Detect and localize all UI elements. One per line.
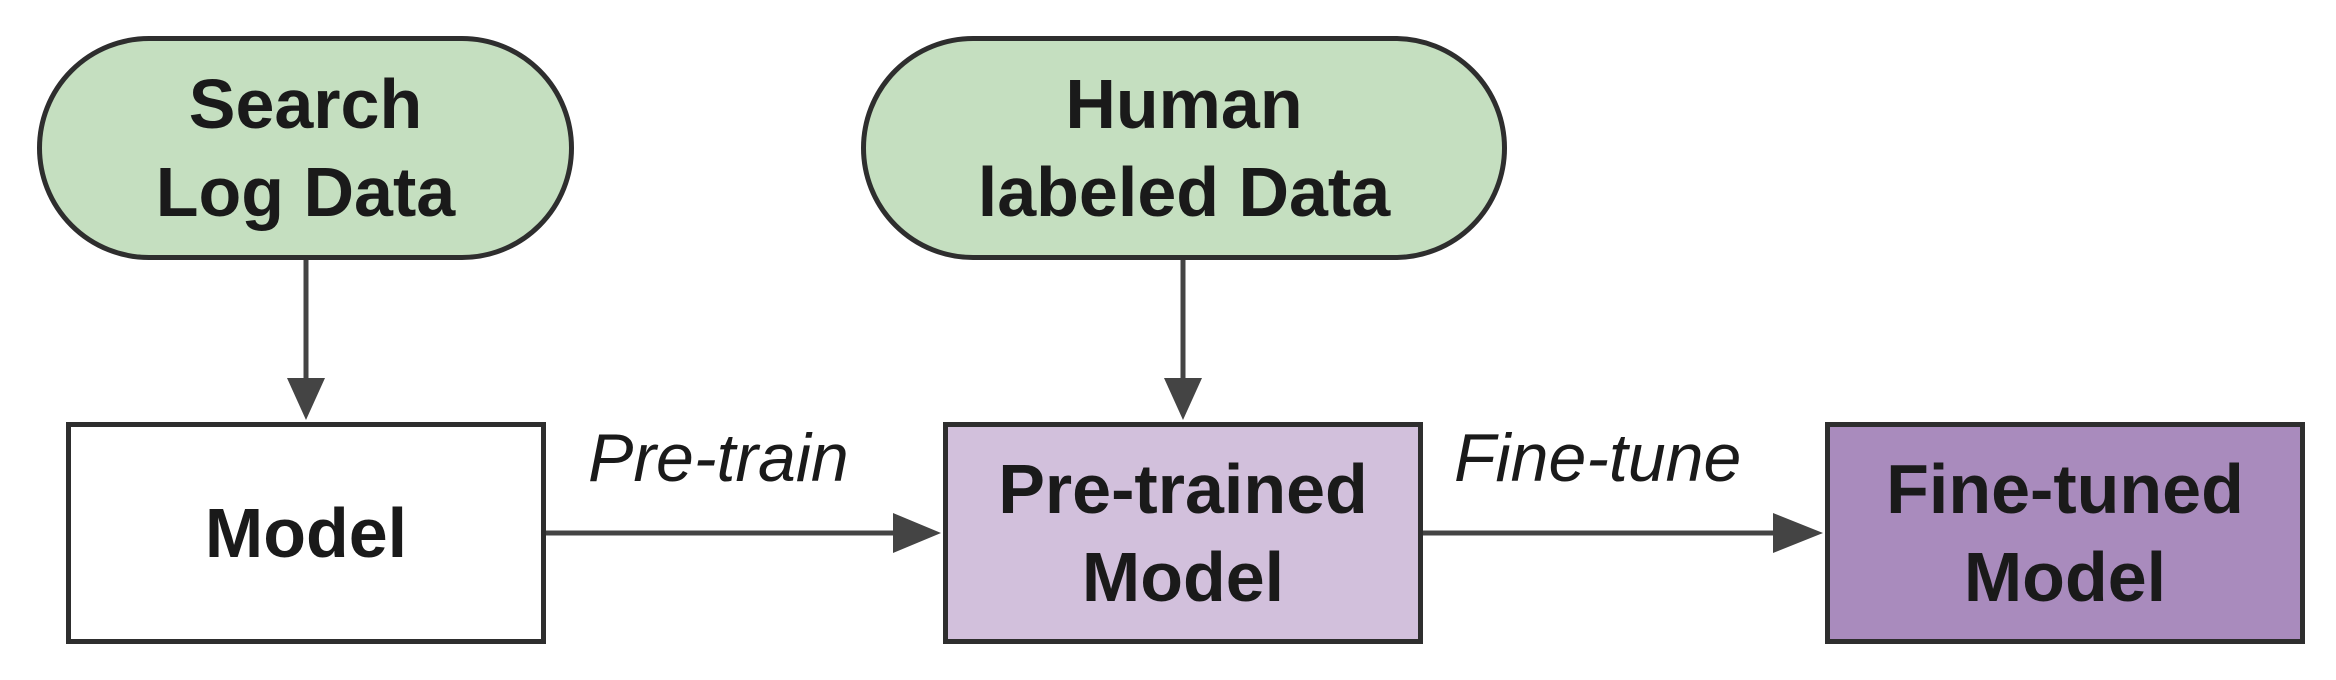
node-pretrained-model: Pre-trained Model <box>943 422 1423 644</box>
node-finetuned-model: Fine-tuned Model <box>1825 422 2305 644</box>
edge-label-pretrain: Pre-train <box>588 420 849 496</box>
arrowhead-search-to-model <box>287 378 325 420</box>
node-human-labeled-data-label: Human labeled Data <box>977 65 1391 231</box>
node-pretrained-model-label: Pre-trained Model <box>998 450 1368 616</box>
node-search-log-data: Search Log Data <box>37 36 574 260</box>
node-finetuned-model-label: Fine-tuned Model <box>1886 450 2244 616</box>
node-model: Model <box>66 422 546 644</box>
arrowhead-human-to-pretrained <box>1164 378 1202 420</box>
node-search-log-data-label: Search Log Data <box>155 65 456 231</box>
node-model-label: Model <box>204 494 408 572</box>
node-human-labeled-data: Human labeled Data <box>861 36 1507 260</box>
edge-label-finetune: Fine-tune <box>1454 420 1742 496</box>
arrowhead-pretrained-to-finetuned <box>1773 513 1823 553</box>
arrowhead-model-to-pretrained <box>893 513 941 553</box>
